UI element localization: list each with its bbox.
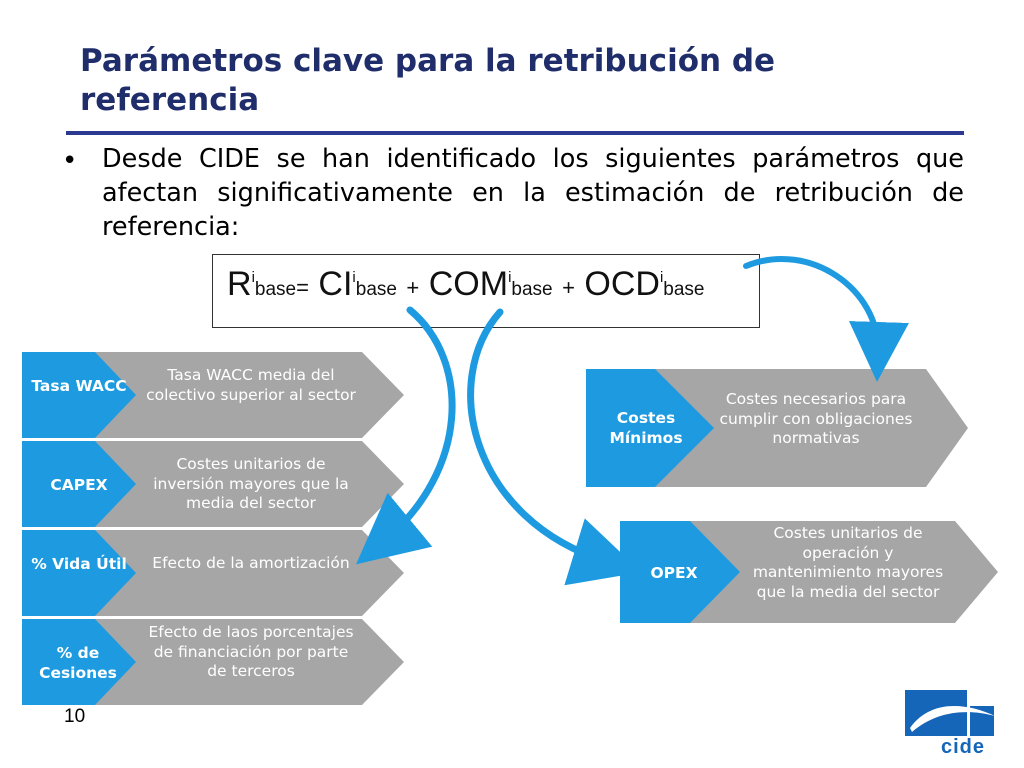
tag-costes-minimos: Costes Mínimos <box>609 409 683 447</box>
arrow-com-to-opex <box>467 308 642 586</box>
left-row-4-gray-chevron <box>95 619 404 705</box>
formula-ci-sup: i <box>352 269 356 286</box>
desc-capex: Costes unitarios de inversión mayores qu… <box>153 455 349 512</box>
desc-costes-minimos: Costes necesarios para cumplir con oblig… <box>719 390 913 447</box>
slide-title: Parámetros clave para la retribución de … <box>80 43 776 118</box>
right-row-2-blue-chevron <box>620 521 740 623</box>
formula-ocd-sup: i <box>659 269 664 286</box>
formula-com-sub: base <box>511 279 553 300</box>
formula-box: Ribase= CIibase + COMibase + OCDibase <box>212 254 760 328</box>
title-underline <box>66 131 964 135</box>
right-row-2 <box>620 521 998 623</box>
right-row-1-gray-chevron <box>655 369 968 487</box>
desc-cesiones: Efecto de laos porcentajes de financiaci… <box>148 623 354 680</box>
desc-tasa-wacc: Tasa WACC media del colectivo superior a… <box>146 366 356 404</box>
formula: Ribase= CIibase + COMibase + OCDibase <box>227 265 704 304</box>
page-number: 10 <box>64 706 86 727</box>
cide-logo-swoosh <box>910 706 995 732</box>
arrow-ci-to-capex <box>356 306 456 565</box>
left-row-1-blue-chevron <box>22 352 136 438</box>
formula-ocd: OCD <box>584 265 660 303</box>
left-row-1-gray-chevron <box>95 352 404 438</box>
bullet-text: Desde CIDE se han identificado los sigui… <box>102 144 964 242</box>
left-row-3 <box>22 530 404 616</box>
left-row-1 <box>22 352 404 438</box>
formula-com-sup: i <box>508 269 512 286</box>
bullet-marker: • <box>62 146 78 176</box>
tag-vida-util: % Vida Útil <box>31 555 127 573</box>
formula-plus-2: + <box>562 275 575 300</box>
formula-r-sup: i <box>251 269 255 286</box>
tag-opex: OPEX <box>650 564 698 582</box>
left-row-2 <box>22 441 404 527</box>
left-row-3-blue-chevron <box>22 530 136 616</box>
formula-equals: = <box>296 275 309 300</box>
formula-r: R <box>227 265 252 303</box>
right-row-1-blue-chevron <box>586 369 714 487</box>
formula-r-sub: base <box>254 279 297 300</box>
left-row-3-gray-chevron <box>95 530 404 616</box>
desc-vida-util: Efecto de la amortización <box>152 554 350 572</box>
arrow-ocd-to-costes-minimos <box>743 256 909 382</box>
cide-logo-text: cide <box>940 736 986 758</box>
formula-com: COM <box>428 265 509 303</box>
tag-tasa-wacc: Tasa WACC <box>31 377 127 395</box>
tag-capex: CAPEX <box>50 476 108 494</box>
tag-cesiones: % de Cesiones <box>39 644 117 682</box>
right-row-1 <box>586 369 968 487</box>
right-row-2-gray-chevron <box>690 521 998 623</box>
left-row-2-gray-chevron <box>95 441 404 527</box>
formula-ocd-sub: base <box>663 279 705 300</box>
cide-logo <box>905 690 995 736</box>
desc-opex: Costes unitarios de operación y mantenim… <box>752 524 944 601</box>
formula-ci: CI <box>318 265 353 303</box>
left-row-4-blue-chevron <box>22 619 136 705</box>
left-row-2-blue-chevron <box>22 441 136 527</box>
formula-plus-1: + <box>406 275 420 300</box>
formula-ci-sub: base <box>355 279 397 300</box>
left-row-4 <box>22 619 404 705</box>
